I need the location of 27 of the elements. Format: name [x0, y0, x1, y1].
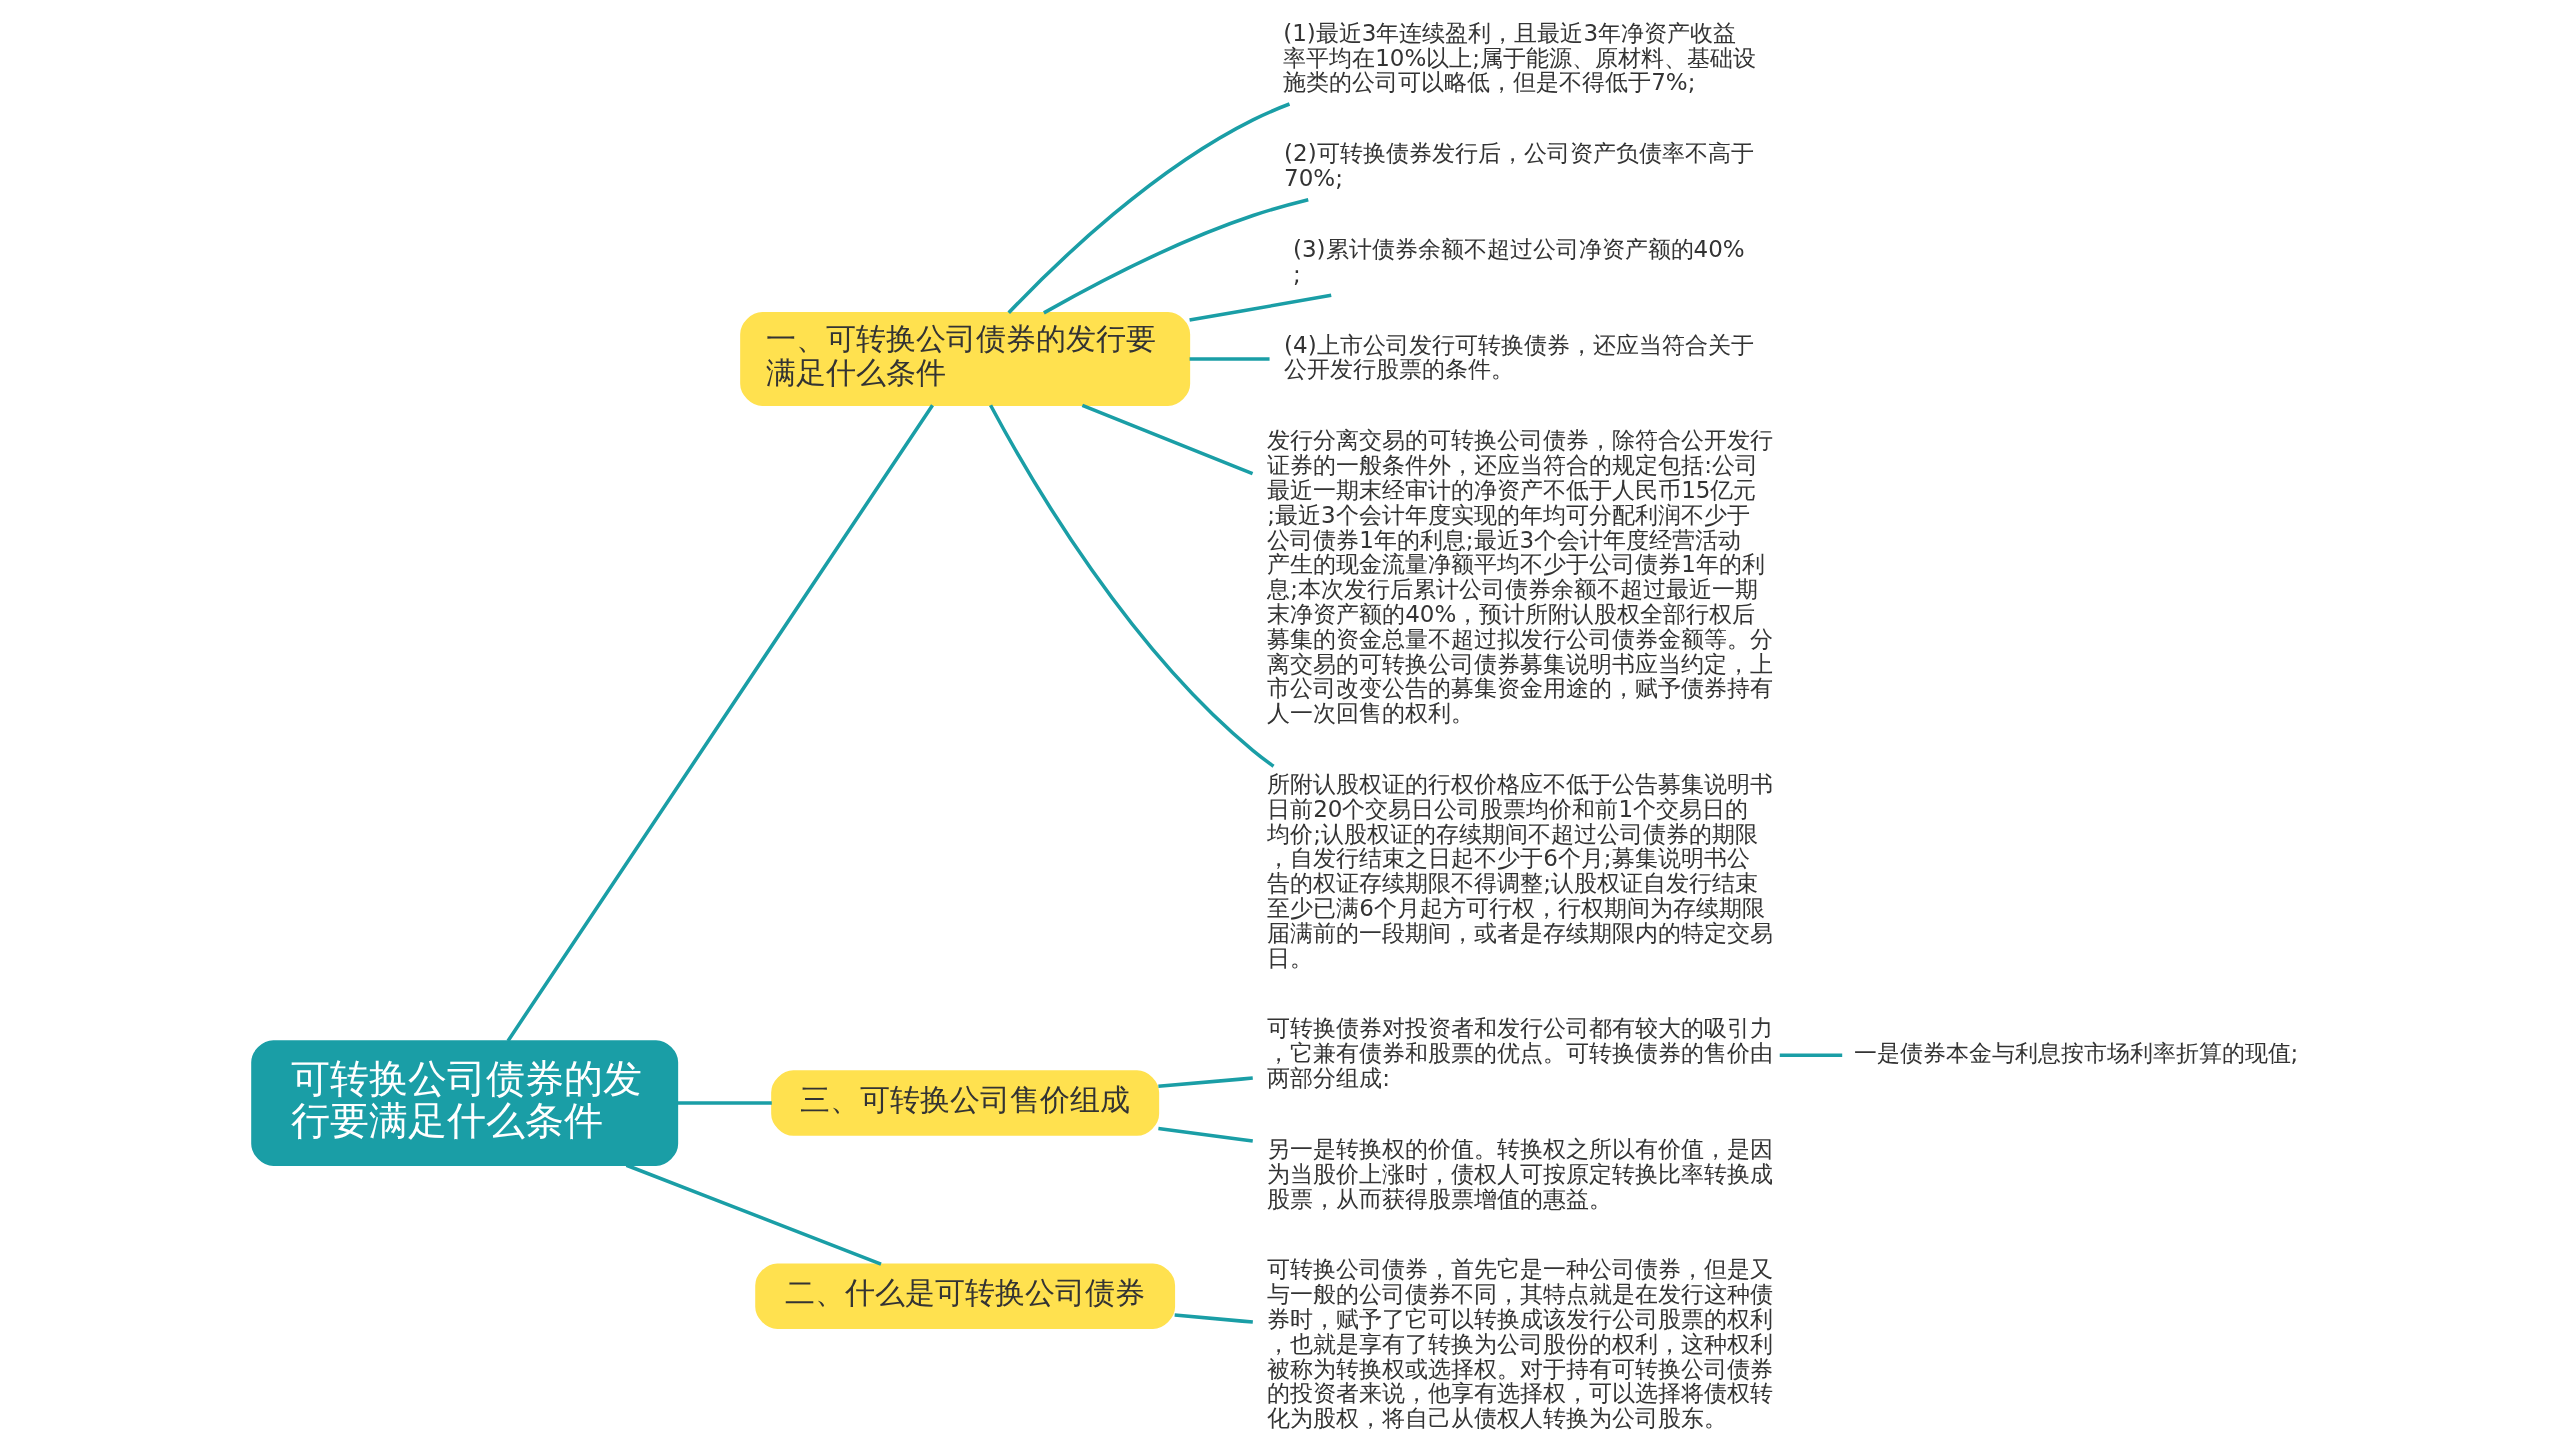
node-text: (3)累计债券余额不超过公司净资产额的40%;: [1292, 235, 1745, 287]
node-box: 二、什么是可转换公司债券: [754, 1263, 1175, 1329]
connector: [677, 1101, 772, 1105]
connector: [1188, 293, 1331, 322]
node-text: 所附认股权证的行权价格应不低于公告募集说明书日前20个交易日公司股票均价和前1个交易日的均价;认股权证的存续期间不超过公司债券的期限，自发行结束之日起不少于6个月;募集说明书公告的权证存续期限不得调整;认股权证自发行结束至少已满6个月起方可行权，行权期间为存续期限届满前的一段期间，或者是存续期限内的特定交易日。: [1266, 770, 1773, 971]
node-text: 可转换公司债券，首先它是一种公司债券，但是又与一般的公司债券不同，其特点就是在发行这种债券时，赋予了它可以转换成该发行公司股票的权利，也就是享有了转换为公司股份的权利，这种权利被称为转换权或选择权。对于持有可转换公司债券的投资者来说，他享有选择权，可以选择将债权转化为股权，将自己从债权人转换为公司股东。: [1266, 1256, 1773, 1432]
connector: [1006, 102, 1290, 314]
node-text: 一是债券本金与利息按市场利率折算的现值;: [1853, 1040, 2298, 1067]
node-text: 可转换债券对投资者和发行公司都有较大的吸引力，它兼有债券和股票的优点。可转换债券的售价由两部分组成:: [1266, 1015, 1773, 1092]
node-text: (1)最近3年连续盈利，且最近3年净资产收益率平均在10%以上;属于能源、原材料、基础设施类的公司可以略低，但是不得低于7%;: [1282, 19, 1756, 96]
node-text: (4)上市公司发行可转换债券，还应当符合关于公开发行股票的条件。: [1283, 331, 1754, 383]
connector: [1779, 1053, 1842, 1057]
connector: [1081, 403, 1253, 476]
node-text: 发行分离交易的可转换公司债券，除符合公开发行证券的一般条件外，还应当符合的规定包括:公司最近一期末经审计的净资产不低于人民币15亿元;最近3个会计年度实现的年均可分配利润不少于公司债券1年的利息;最近3个会计年度经营活动产生的现金流量净额平均不少于公司债券1年的利息;本次发行后累计公司债券余额不超过最近一期末净资产额的40%，预计所附认股权全部行权后募集的资金总量不超过拟发行公司债券金额等。分离交易的可转换公司债券募集说明书应当约定，上市公司改变公告的募集资金用途的，赋予债券持有人一次回售的权利。: [1266, 427, 1773, 727]
node-text: 另一是转换权的价值。转换权之所以有价值，是因为当股价上涨时，债权人可按原定转换比率转换成股票，从而获得股票增值的惠益。: [1266, 1135, 1773, 1212]
connector: [625, 1163, 882, 1266]
node-text: (2)可转换债券发行后，公司资产负债率不高于70%;: [1283, 140, 1754, 192]
connector: [1157, 1076, 1253, 1089]
connector: [506, 404, 934, 1042]
connector: [1157, 1126, 1253, 1143]
connector: [1042, 197, 1309, 315]
node-box: 一、可转换公司债券的发行要满足什么条件: [739, 312, 1190, 406]
connector: [1174, 1313, 1253, 1324]
node-box: 三、可转换公司售价组成: [770, 1070, 1159, 1136]
connector: [1189, 357, 1270, 361]
connector: [988, 404, 1275, 768]
node-box: 可转换公司债券的发行要满足什么条件: [250, 1040, 678, 1166]
